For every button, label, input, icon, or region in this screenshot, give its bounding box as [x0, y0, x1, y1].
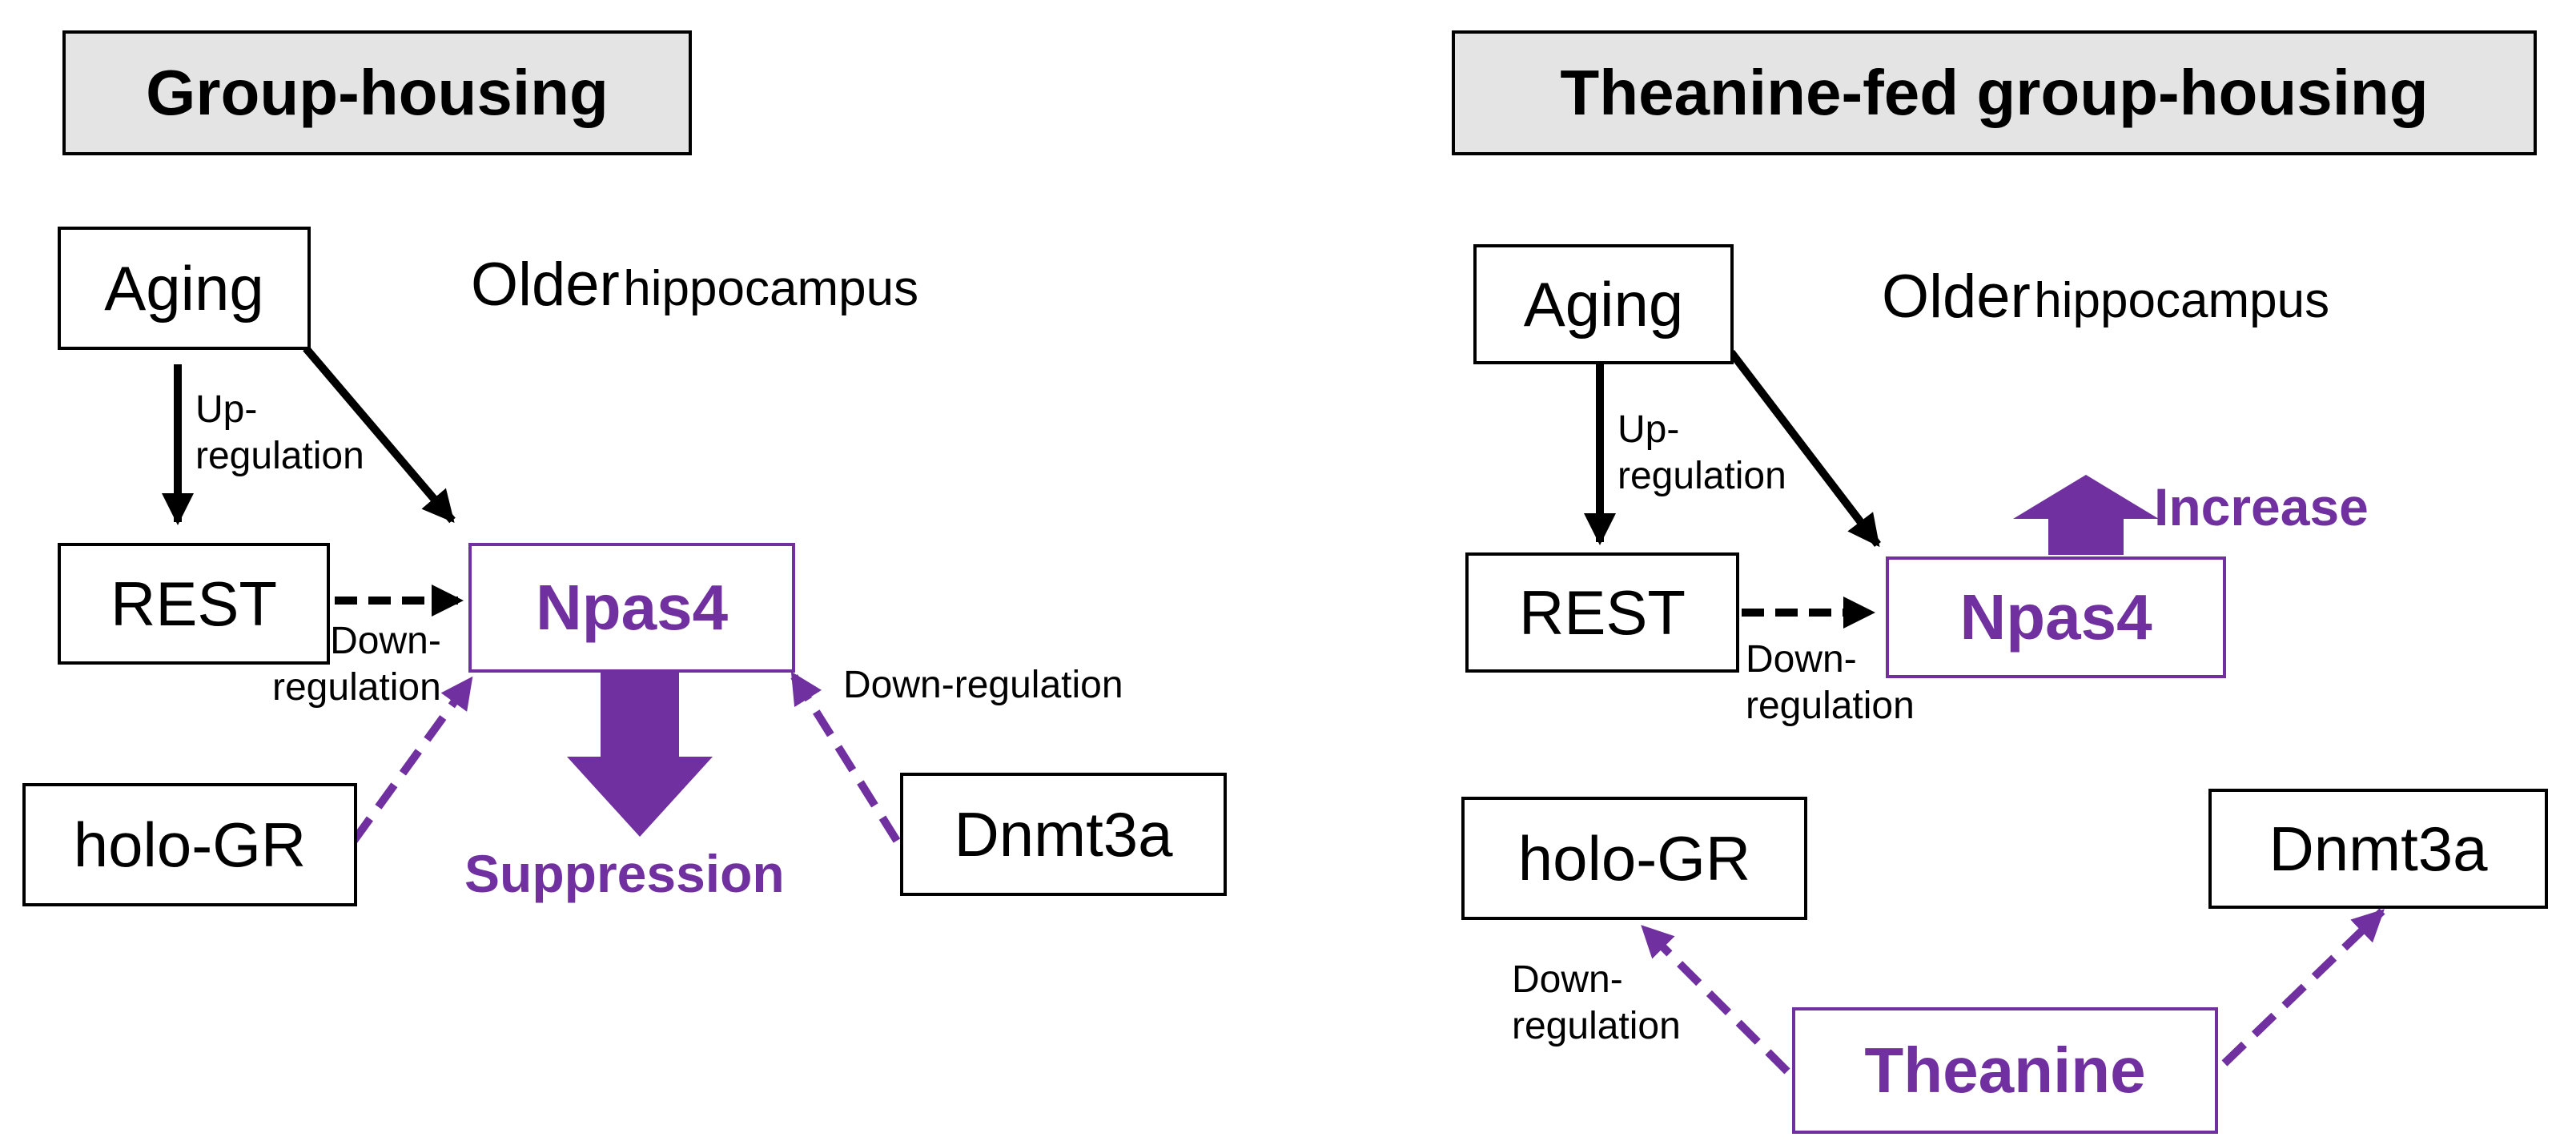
left-npas4-node: Npas4: [468, 543, 795, 673]
right-upregulation-label: Up- regulation: [1618, 408, 1786, 497]
left-region-label: Older hippocampus: [471, 248, 918, 321]
left-panel-title: Group-housing: [62, 30, 692, 155]
left-rest-node: REST: [58, 543, 330, 665]
left-rest-downregulation-label: Down- regulation: [272, 620, 441, 709]
left-dnmt3a-downregulation-label: Down-regulation: [843, 664, 1123, 706]
right-region-label: Older hippocampus: [1882, 260, 2329, 333]
increase-up-arrow: [2013, 475, 2159, 555]
right-panel-title: Theanine-fed group-housing: [1452, 30, 2537, 155]
right-theanine-downregulation-label: Down- regulation: [1512, 958, 1681, 1047]
right-rest-downregulation-label: Down- regulation: [1746, 638, 1915, 727]
left-region-sub: hippocampus: [623, 261, 919, 316]
left-dnmt3a-node: Dnmt3a: [900, 773, 1227, 896]
right-holo-gr-node: holo-GR: [1461, 797, 1807, 920]
r-aging-to-npas4-arrow: [1728, 349, 1881, 548]
left-region-main: Older: [471, 251, 620, 319]
theanine-to-dnmt3a-dashed-arrow: [2221, 908, 2385, 1067]
right-dnmt3a-node: Dnmt3a: [2208, 789, 2548, 909]
right-rest-node: REST: [1465, 552, 1739, 673]
left-suppression-label: Suppression: [464, 844, 785, 903]
right-region-sub: hippocampus: [2034, 273, 2330, 328]
left-aging-node: Aging: [58, 227, 311, 350]
holo-gr-to-npas4-dashed-arrow: [350, 676, 475, 843]
right-increase-label: Increase: [2154, 477, 2369, 536]
right-aging-node: Aging: [1473, 244, 1734, 364]
aging-to-npas4-arrow: [303, 345, 456, 524]
right-region-main: Older: [1882, 263, 2031, 331]
theanine-to-holo-gr-dashed-arrow: [1640, 924, 1790, 1075]
suppression-down-arrow: [567, 669, 713, 837]
left-holo-gr-node: holo-GR: [22, 783, 357, 906]
right-theanine-node: Theanine: [1792, 1007, 2218, 1134]
right-npas4-node: Npas4: [1886, 556, 2226, 678]
dnmt3a-to-npas4-dashed-arrow: [789, 671, 901, 843]
left-upregulation-label: Up- regulation: [195, 388, 364, 477]
